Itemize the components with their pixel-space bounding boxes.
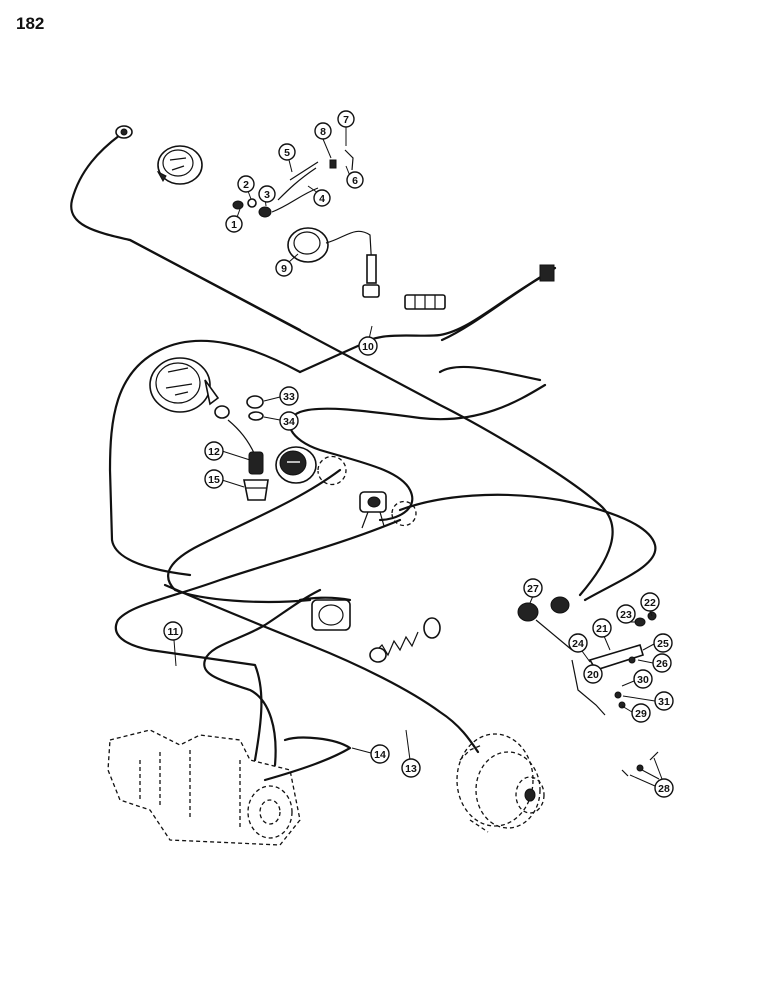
svg-text:3: 3 xyxy=(264,189,270,201)
starter-motor xyxy=(107,729,301,846)
svg-text:12: 12 xyxy=(208,446,220,458)
svg-text:7: 7 xyxy=(343,114,349,126)
tachometer xyxy=(149,357,220,413)
callout-29: 29 xyxy=(621,703,651,723)
svg-text:26: 26 xyxy=(656,658,668,670)
svg-text:9: 9 xyxy=(281,263,287,275)
sending-unit xyxy=(214,405,269,501)
terminal-block xyxy=(404,264,555,310)
callout-30: 30 xyxy=(621,669,653,689)
svg-text:30: 30 xyxy=(637,674,649,686)
callout-21: 21 xyxy=(592,618,612,651)
callout-28: 28 xyxy=(629,757,674,798)
svg-text:27: 27 xyxy=(527,583,539,595)
svg-text:10: 10 xyxy=(362,341,374,353)
alternator xyxy=(456,733,545,833)
callout-9: 9 xyxy=(275,253,299,277)
svg-text:25: 25 xyxy=(657,638,669,650)
callout-6: 6 xyxy=(345,165,364,189)
callout-4: 4 xyxy=(307,185,331,207)
callout-22: 22 xyxy=(640,592,660,617)
starter-switch xyxy=(311,599,441,663)
callout-13: 13 xyxy=(401,729,421,778)
svg-text:15: 15 xyxy=(208,474,220,486)
svg-text:2: 2 xyxy=(243,179,249,191)
ignition-switch xyxy=(317,455,417,529)
svg-text:14: 14 xyxy=(374,749,386,761)
oil-pressure-sender xyxy=(115,125,133,139)
temperature-gauge xyxy=(287,227,380,298)
callout-25: 25 xyxy=(642,633,673,653)
callout-10: 10 xyxy=(358,325,378,356)
wiring-harness xyxy=(70,133,657,782)
svg-text:24: 24 xyxy=(572,638,584,650)
callout-8: 8 xyxy=(314,122,332,159)
callout-26: 26 xyxy=(637,653,672,673)
callout-31: 31 xyxy=(622,691,674,711)
svg-text:13: 13 xyxy=(405,763,417,775)
callout-11: 11 xyxy=(163,621,183,667)
callout-33: 33 xyxy=(263,386,299,406)
callout-2: 2 xyxy=(237,175,255,200)
callout-23: 23 xyxy=(616,604,636,624)
svg-text:6: 6 xyxy=(352,175,358,187)
svg-text:8: 8 xyxy=(320,126,326,138)
svg-text:31: 31 xyxy=(658,696,670,708)
svg-text:23: 23 xyxy=(620,609,632,621)
top-gauge xyxy=(156,145,203,185)
svg-text:11: 11 xyxy=(167,626,178,638)
cap-and-seal xyxy=(246,395,264,421)
svg-text:4: 4 xyxy=(319,193,325,205)
callout-15: 15 xyxy=(204,469,245,489)
ammeter-gauge xyxy=(275,446,317,484)
page-number: 182 xyxy=(16,14,45,33)
push-button-switch xyxy=(517,596,573,651)
callout-3: 3 xyxy=(258,185,276,207)
svg-text:29: 29 xyxy=(635,708,647,720)
callout-14: 14 xyxy=(351,744,390,764)
callout-12: 12 xyxy=(204,441,251,461)
svg-text:20: 20 xyxy=(587,669,599,681)
fittings-1-8 xyxy=(232,149,354,218)
callout-34: 34 xyxy=(263,411,299,431)
callout-27: 27 xyxy=(523,578,543,604)
callout-labels: 1 2 3 4 5 xyxy=(163,110,674,798)
svg-text:28: 28 xyxy=(658,783,670,795)
callout-1: 1 xyxy=(225,208,243,233)
fasteners xyxy=(621,751,659,777)
svg-text:34: 34 xyxy=(283,416,295,428)
callout-24: 24 xyxy=(568,633,591,663)
svg-text:21: 21 xyxy=(596,623,608,635)
callout-5: 5 xyxy=(278,143,296,173)
svg-text:5: 5 xyxy=(284,147,290,159)
svg-text:33: 33 xyxy=(283,391,295,403)
svg-text:1: 1 xyxy=(231,219,237,231)
svg-text:22: 22 xyxy=(644,597,656,609)
callout-7: 7 xyxy=(337,110,355,146)
callout-20: 20 xyxy=(583,664,603,684)
